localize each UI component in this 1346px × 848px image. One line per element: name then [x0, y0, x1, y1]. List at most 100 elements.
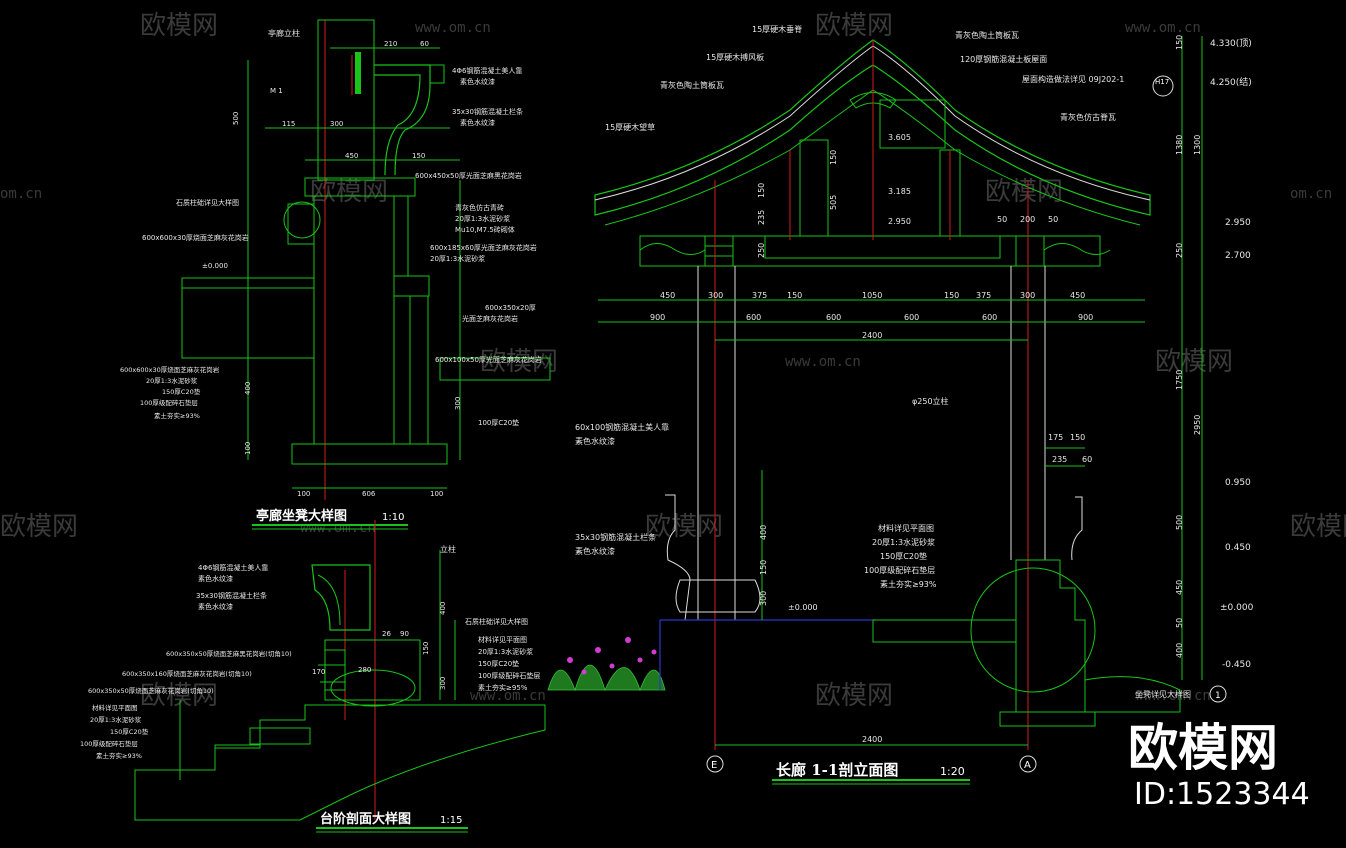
dim-vert-right: 250	[1175, 243, 1184, 258]
bench-dim: 100	[297, 490, 310, 498]
dim-small: 60	[1082, 455, 1092, 464]
zero-elev: ±0.000	[788, 603, 818, 612]
dim-row1: 375	[752, 291, 767, 300]
dim-small: 150	[1070, 433, 1085, 442]
dim-row1: 150	[787, 291, 802, 300]
watermark-brand: 欧模网	[140, 11, 218, 41]
elev-inner: 3.605	[888, 133, 911, 142]
watermark-brand: 欧模网	[985, 177, 1063, 207]
dim-row2: 600	[826, 313, 841, 322]
axis-label-right: A	[1024, 760, 1031, 771]
section-label: 材料详见平面图	[878, 523, 934, 533]
section-label: 100厚级配碎石垫层	[864, 565, 935, 575]
bench-m1: M 1	[270, 87, 283, 95]
elev-right: ±0.000	[1220, 603, 1254, 613]
inner-dim: 50	[997, 215, 1007, 224]
dim-row1: 450	[660, 291, 675, 300]
dim-vert-left: 505	[829, 195, 838, 210]
ref-mark: H17	[1155, 78, 1169, 86]
steps-label: 150厚C20垫	[110, 727, 149, 736]
elev-right: 0.950	[1225, 478, 1251, 488]
bench-label: 素土夯实≥93%	[154, 411, 200, 420]
roof-label: 15厚硬木望草	[605, 122, 655, 132]
dim-vert-left: 300	[759, 591, 768, 606]
steps-dim-vert: 300	[439, 677, 447, 690]
brand-logo-text: 欧模网	[1128, 719, 1278, 777]
steps-label: 600x350x160厚烧面芝麻灰花岗岩(切角10)	[122, 669, 252, 678]
bench-label: 150厚C20垫	[162, 387, 201, 396]
dim-vert-left: 400	[759, 525, 768, 540]
watermark-url: www.om.cn	[415, 20, 491, 36]
bench-label: 20厚1:3水泥砂浆	[430, 254, 485, 263]
column-label: φ250立柱	[912, 396, 949, 406]
watermark-url: www.om.cn	[1135, 688, 1211, 704]
dim-row2: 900	[1078, 313, 1093, 322]
dim-vert-right: 2950	[1193, 415, 1202, 435]
watermark-brand: 欧模网	[645, 512, 723, 542]
steps-label: 材料详见平面图	[92, 703, 138, 712]
section-label: 35x30钢筋混凝土栏条	[575, 532, 656, 542]
steps-label: 素土夯实≥95%	[478, 683, 528, 692]
bottom-total: 2400	[862, 735, 882, 744]
dim-vert-right: 500	[1175, 515, 1184, 530]
watermark-url: om.cn	[0, 186, 42, 202]
brand-logo: 欧模网 ID:1523344	[1128, 719, 1310, 812]
bench-label: Mu10,M7.5砖砌体	[455, 225, 515, 234]
bench-label: 600x600x30厚烧面芝麻灰花岗岩	[120, 365, 220, 374]
dim-row1: 150	[944, 291, 959, 300]
bench-label: 100厚级配碎石垫层	[140, 398, 198, 407]
bench-label: 青灰色仿古青砖	[455, 203, 504, 212]
bench-dim: 60	[420, 40, 429, 48]
bench-dim-vert: 100	[244, 442, 252, 455]
dim-row2: 600	[904, 313, 919, 322]
steps-label: 立柱	[440, 544, 456, 554]
steps-label: 150厚C20垫	[478, 659, 519, 668]
bench-dim: 450	[345, 152, 358, 160]
section-label: 素色水纹漆	[575, 436, 615, 446]
steps-label: 600x350x50厚烧面芝麻黑花岗岩(切角10)	[166, 649, 292, 658]
watermark-brand: 欧模网	[0, 512, 78, 542]
steps-dim: 280	[358, 666, 371, 674]
bench-label: 素色水纹漆	[460, 118, 495, 127]
bench-label: 35x30钢筋混凝土栏条	[452, 107, 523, 116]
steps-label: 石质柱础详见大样图	[465, 617, 528, 626]
bench-elev: ±0.000	[202, 262, 228, 270]
section-scale: 1:20	[940, 765, 965, 778]
bench-title: 亭廊坐凳大样图	[256, 508, 347, 524]
steps-label: 材料详见平面图	[478, 635, 527, 644]
dim-vert-right: 400	[1175, 643, 1184, 658]
dim-total: 2400	[862, 331, 882, 340]
steps-label: 100厚级配碎石垫层	[80, 739, 138, 748]
roof-label: 120厚钢筋混凝土板屋面	[960, 54, 1047, 64]
bench-label-column: 亭廊立柱	[268, 28, 300, 38]
roof-label: 15厚硬木垂脊	[752, 24, 802, 34]
steps-label: 素土夯实≥93%	[96, 751, 142, 760]
dim-row1: 300	[708, 291, 723, 300]
brand-logo-id: ID:1523344	[1134, 777, 1310, 812]
bench-dim: 150	[412, 152, 425, 160]
elev-inner: 2.950	[888, 217, 911, 226]
inner-dim: 200	[1020, 215, 1035, 224]
inner-dim: 50	[1048, 215, 1058, 224]
bench-dim: 210	[384, 40, 397, 48]
dim-vert-left: 150	[757, 183, 766, 198]
steps-label: 4Φ6钢筋混凝土美人靠	[198, 563, 268, 572]
watermark-layer: 欧模网 www.om.cn 欧模网 www.om.cn om.cn 欧模网 欧模…	[0, 11, 1346, 711]
dim-row2: 600	[746, 313, 761, 322]
watermark-brand: 欧模网	[1155, 347, 1233, 377]
elev-right: 0.450	[1225, 543, 1251, 553]
roof-label: 青灰色陶土筒板瓦	[955, 30, 1019, 40]
bench-scale: 1:10	[382, 512, 404, 523]
detail-label: 坐凳详见大样图	[1135, 689, 1191, 699]
elev-right: 4.250(结)	[1210, 76, 1252, 88]
elev-inner: 3.185	[888, 187, 911, 196]
bench-dim-vert: 300	[454, 397, 462, 410]
elev-right: 2.950	[1225, 218, 1251, 228]
bench-label: 600x350x20厚	[485, 304, 536, 312]
steps-label: 100厚级配碎石垫层	[478, 671, 540, 680]
steps-label: 600x350x50厚烧面芝麻灰花岗岩(切角10)	[88, 686, 214, 695]
dim-vert-right: 1300	[1193, 135, 1202, 155]
bench-label: 20厚1:3水泥砂浆	[146, 376, 198, 385]
axis-label-left: E	[711, 760, 717, 771]
dim-vert-left: 150	[829, 150, 838, 165]
